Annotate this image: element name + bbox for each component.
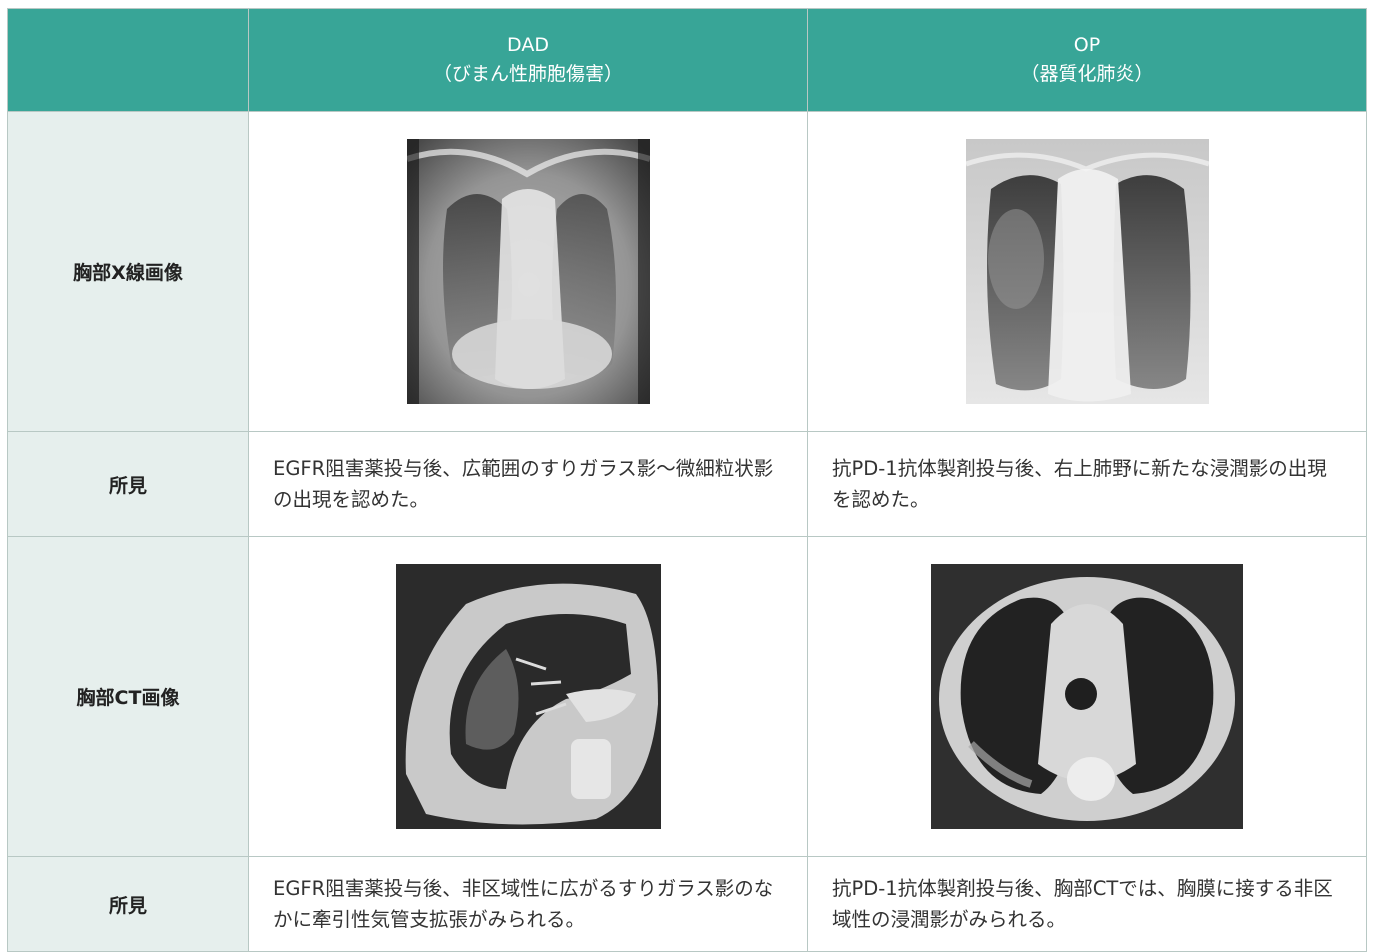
ct-dad-image [395, 564, 661, 829]
ct-dad-cell [248, 536, 808, 857]
row-label-findings-ct: 所見 [7, 856, 249, 952]
xray-dad-findings: EGFR阻害薬投与後、広範囲のすりガラス影〜微細粒状影の出現を認めた。 [248, 431, 808, 537]
xray-dad-image [406, 139, 650, 404]
header-row: DAD （びまん性肺胞傷害） OP （器質化肺炎） [7, 8, 1367, 112]
row-label-xray: 胸部X線画像 [7, 111, 249, 432]
ct-findings-row: 所見 EGFR阻害薬投与後、非区域性に広がるすりガラス影のなかに牽引性気管支拡張… [7, 856, 1367, 952]
header-op-subtitle: （器質化肺炎） [1020, 63, 1154, 85]
ct-row: 胸部CT画像 [7, 536, 1367, 857]
comparison-table: DAD （びまん性肺胞傷害） OP （器質化肺炎） 胸部X線画像 [7, 8, 1367, 952]
ct-op-image [931, 564, 1243, 829]
xray-op-cell [807, 111, 1367, 432]
header-dad: DAD （びまん性肺胞傷害） [248, 8, 808, 112]
xray-op-image [965, 139, 1209, 404]
header-op-title: OP [1073, 34, 1101, 56]
header-dad-subtitle: （びまん性肺胞傷害） [432, 63, 623, 85]
xray-row: 胸部X線画像 [7, 111, 1367, 432]
row-label-ct: 胸部CT画像 [7, 536, 249, 857]
xray-findings-row: 所見 EGFR阻害薬投与後、広範囲のすりガラス影〜微細粒状影の出現を認めた。 抗… [7, 431, 1367, 537]
row-label-findings-xray: 所見 [7, 431, 249, 537]
ct-op-findings: 抗PD-1抗体製剤投与後、胸部CTでは、胸膜に接する非区域性の浸潤影がみられる。 [807, 856, 1367, 952]
xray-dad-cell [248, 111, 808, 432]
xray-op-findings: 抗PD-1抗体製剤投与後、右上肺野に新たな浸潤影の出現を認めた。 [807, 431, 1367, 537]
header-dad-title: DAD [507, 34, 549, 56]
header-corner-cell [7, 8, 249, 112]
ct-op-cell [807, 536, 1367, 857]
ct-dad-findings: EGFR阻害薬投与後、非区域性に広がるすりガラス影のなかに牽引性気管支拡張がみら… [248, 856, 808, 952]
header-op: OP （器質化肺炎） [807, 8, 1367, 112]
